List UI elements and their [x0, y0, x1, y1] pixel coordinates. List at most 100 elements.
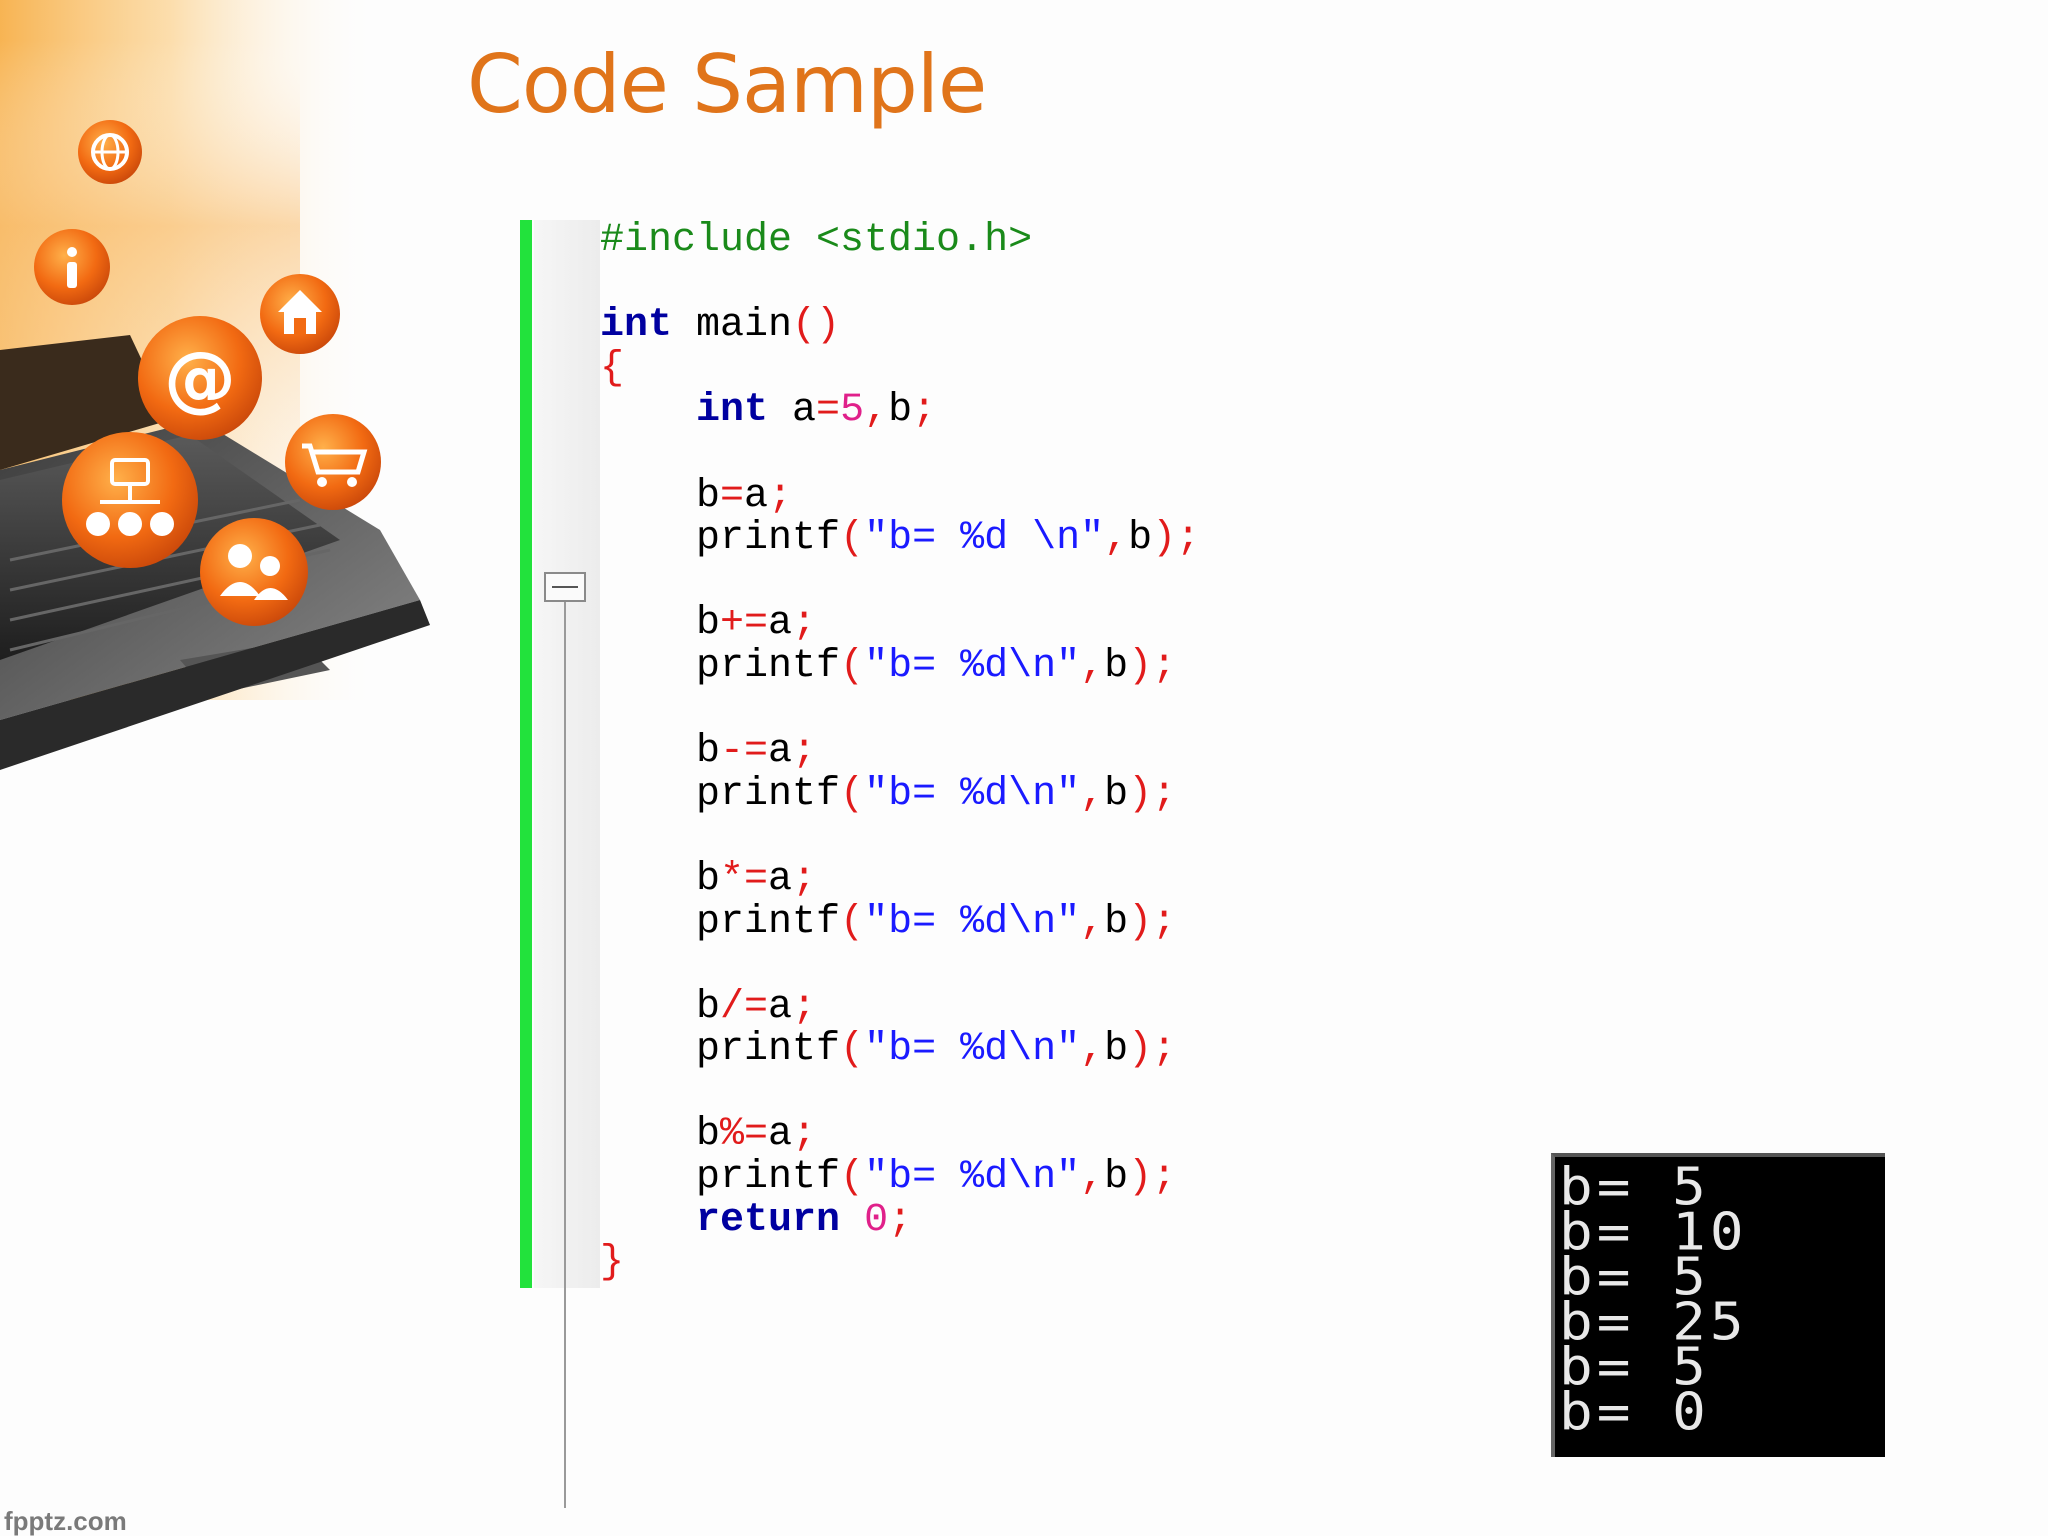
code-token: ); — [1128, 899, 1177, 945]
code-token: b — [600, 729, 721, 775]
code-token: () — [792, 303, 841, 349]
code-token: printf — [600, 1155, 841, 1201]
code-token: "b= %d\n" — [864, 771, 1081, 817]
code-line: b+=a; — [600, 603, 1200, 646]
code-line: } — [600, 1240, 1200, 1286]
code-token: a — [768, 984, 793, 1030]
code-token: ( — [840, 643, 865, 689]
code-token: b — [600, 984, 721, 1030]
code-line — [600, 689, 1200, 732]
code-line: printf("b= %d\n",b); — [600, 1155, 1200, 1201]
code-line — [600, 433, 1200, 476]
change-marker-bar — [520, 220, 532, 1288]
console-line: b= 0 — [1559, 1382, 1710, 1443]
console-line: b= 10 — [1559, 1202, 1748, 1263]
code-token: "b= %d\n" — [864, 643, 1081, 689]
code-token: ); — [1128, 1027, 1177, 1073]
code-block: #include <stdio.h> int main(){ int a=5,b… — [600, 218, 1201, 1286]
code-token: ( — [840, 899, 865, 945]
fold-guide-line — [564, 598, 566, 1508]
code-token: "b= %d\n" — [864, 1155, 1081, 1201]
code-line — [600, 263, 1200, 306]
code-line: { — [600, 347, 1200, 391]
code-token — [840, 1198, 864, 1243]
code-token: int — [696, 388, 769, 434]
code-token: = — [816, 388, 841, 434]
code-token: main — [672, 303, 793, 349]
code-token: ); — [1128, 1155, 1177, 1201]
code-token: b — [600, 856, 721, 902]
code-token: ( — [840, 1155, 865, 1201]
code-line: int main() — [600, 303, 1200, 349]
code-token: , — [1080, 771, 1105, 817]
code-token: printf — [600, 1027, 841, 1073]
code-token: a — [768, 856, 793, 902]
code-token: #include <stdio.h> — [600, 218, 1033, 263]
shopping-cart-icon — [285, 414, 381, 510]
code-token: 0 — [864, 1197, 889, 1243]
code-token: ( — [840, 516, 865, 562]
network-icon — [62, 432, 198, 568]
code-token: printf — [600, 899, 841, 945]
svg-text:@: @ — [164, 336, 236, 420]
code-token: ; — [792, 856, 817, 902]
code-token: b — [600, 473, 721, 519]
code-token: ; — [792, 729, 817, 775]
code-token: ); — [1152, 516, 1201, 562]
code-token: ; — [792, 1112, 817, 1158]
code-token: , — [864, 388, 889, 434]
code-line — [600, 1072, 1200, 1115]
code-line: #include <stdio.h> — [600, 218, 1200, 263]
code-token: ( — [840, 1027, 865, 1073]
code-token: = — [720, 473, 745, 519]
code-line: printf("b= %d\n",b); — [600, 1027, 1200, 1073]
collapse-icon[interactable] — [544, 572, 586, 602]
console-line: b= 5 — [1559, 1247, 1710, 1308]
code-token: } — [600, 1240, 625, 1286]
code-line: printf("b= %d\n",b); — [600, 771, 1200, 817]
code-token: , — [1080, 1155, 1105, 1201]
code-token: b — [600, 601, 721, 647]
code-token: b — [1128, 516, 1153, 562]
code-token: ( — [840, 771, 865, 817]
home-icon — [260, 274, 340, 354]
code-token: int — [600, 303, 673, 349]
code-token: , — [1080, 1027, 1105, 1073]
code-token: ; — [792, 984, 817, 1030]
code-line: b=a; — [600, 473, 1200, 519]
code-token: b — [1104, 899, 1129, 945]
code-token: "b= %d\n" — [864, 1027, 1081, 1073]
code-line: return 0; — [600, 1197, 1200, 1243]
code-token: ; — [768, 473, 793, 519]
code-line: printf("b= %d\n",b); — [600, 899, 1200, 945]
code-token: printf — [600, 771, 841, 817]
code-token: b — [1104, 771, 1129, 817]
code-line: b/=a; — [600, 984, 1200, 1030]
code-token: -= — [720, 729, 769, 775]
code-token: b — [888, 388, 913, 434]
code-token: b — [1104, 1027, 1129, 1073]
console-line: b= 5 — [1559, 1157, 1710, 1218]
editor-gutter — [534, 220, 600, 1288]
code-token: , — [1080, 899, 1105, 945]
code-token: return — [696, 1197, 841, 1243]
code-line — [600, 944, 1200, 987]
slide-title: Code Sample — [467, 38, 987, 131]
console-line: b= 25 — [1559, 1292, 1748, 1353]
code-token: , — [1080, 643, 1105, 689]
code-token: "b= %d \n" — [864, 516, 1105, 562]
code-token: printf — [600, 643, 841, 689]
code-line — [600, 816, 1200, 859]
code-token: ; — [792, 601, 817, 647]
code-token: a — [768, 729, 793, 775]
code-token — [600, 388, 696, 433]
code-line: printf("b= %d\n",b); — [600, 643, 1200, 689]
code-token: b — [1104, 643, 1129, 689]
code-token: a — [768, 1112, 793, 1158]
code-line: printf("b= %d \n",b); — [600, 516, 1201, 562]
code-token: , — [1104, 516, 1129, 562]
code-line: b-=a; — [600, 729, 1200, 775]
code-token: 5 — [840, 388, 865, 434]
code-line: b%=a; — [600, 1114, 1200, 1157]
